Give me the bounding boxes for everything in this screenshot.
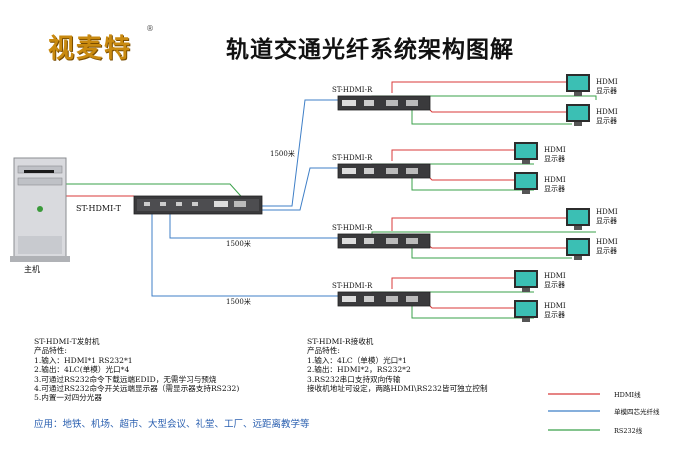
hdmi-monitor (566, 74, 590, 96)
hdmi-monitor (514, 270, 538, 292)
registered-mark: ® (146, 24, 154, 33)
monitor-label: 显示器 (596, 117, 617, 125)
transmitter-label: ST-HDMI-T (76, 204, 122, 213)
receiver-label: ST-HDMI-R (332, 224, 373, 232)
feature-item: 3.RS232串口支持双向传输 (307, 374, 401, 384)
receiver-info-title: ST-HDMI-R接收机 (307, 337, 374, 346)
monitor-label: HDMI (596, 78, 618, 86)
host-computer (10, 157, 70, 262)
receiver-device (337, 291, 431, 307)
feature-item: 3.可通过RS232命令下载远端EDID，无需学习与预烧 (34, 374, 217, 384)
feature-item: 2.输出：HDMI*2，RS232*2 (307, 365, 411, 375)
feature-item: 2.输出：4LC(单模）光口*4 (34, 365, 130, 375)
monitor-label: 显示器 (544, 185, 565, 193)
feature-item: 5.内置一对四分光器 (34, 393, 102, 403)
receiver-device (337, 233, 431, 249)
monitor-label: 显示器 (544, 311, 565, 319)
legend-label: 单模四芯光纤线 (614, 408, 660, 416)
monitor-label: 显示器 (596, 247, 617, 255)
monitor-label: HDMI (596, 238, 618, 246)
page-title: 轨道交通光纤系统架构图解 (226, 37, 514, 63)
monitor-label: HDMI (596, 108, 618, 116)
fiber-cables (151, 99, 338, 297)
hdmi-monitor (514, 300, 538, 322)
distance-label: 1500米 (226, 297, 251, 306)
feature-item: 4.可通过RS232命令开关远端显示器（需显示器支持RS232) (34, 384, 240, 394)
monitor-label: HDMI (596, 208, 618, 216)
feature-item: 1.输入：4LC（单模）光口*1 (307, 355, 407, 365)
host-label: 主机 (24, 264, 40, 274)
monitor-label: 显示器 (544, 281, 565, 289)
application-text: 应用：地铁、机场、超市、大型会议、礼堂、工厂、远距离教学等 (34, 419, 310, 430)
receiver-label: ST-HDMI-R (332, 154, 373, 162)
hdmi-monitor (514, 142, 538, 164)
monitor-label: HDMI (544, 272, 566, 280)
hdmi-monitor (566, 104, 590, 126)
distance-label: 1500米 (226, 239, 251, 248)
monitor-label: 显示器 (544, 155, 565, 163)
feature-item: 1.输入：HDMI*1 RS232*1 (34, 355, 133, 365)
distance-label: 1500米 (270, 149, 295, 158)
hdmi-monitor (566, 238, 590, 260)
transmitter-info-title: ST-HDMI-T发射机 (34, 337, 100, 346)
features-label: 产品特性: (34, 346, 67, 356)
monitor-label: HDMI (544, 146, 566, 154)
monitor-label: 显示器 (596, 217, 617, 225)
receiver-label: ST-HDMI-R (332, 282, 373, 290)
receiver-device (337, 163, 431, 179)
monitor-label: HDMI (544, 176, 566, 184)
hdmi-monitor (566, 208, 590, 230)
receiver-device (337, 95, 431, 111)
feature-item: 接收机地址可设定，两路HDMI\RS232皆可独立控制 (307, 384, 488, 394)
legend-label: RS232线 (614, 427, 643, 435)
hdmi-monitor (514, 172, 538, 194)
brand-logo: 视麦特 (48, 34, 133, 64)
transmitter-device (133, 195, 263, 215)
receiver-label: ST-HDMI-R (332, 86, 373, 94)
monitor-label: HDMI (544, 302, 566, 310)
hdmi-cables (66, 81, 566, 309)
features-label: 产品特性: (307, 346, 340, 356)
legend-label: HDMI线 (614, 391, 641, 399)
monitor-label: 显示器 (596, 87, 617, 95)
